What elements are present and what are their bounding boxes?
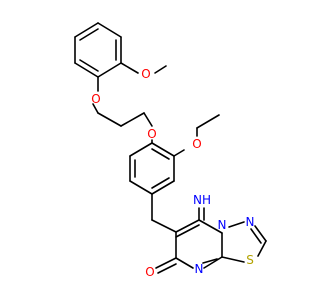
- structure-svg: O O O O NH N N N S O: [74, 22, 267, 279]
- atom-label-layer: O O O O NH N N N S O: [91, 67, 254, 279]
- atom-n-ring-b: N: [246, 215, 255, 229]
- atom-o-methoxy: O: [141, 67, 150, 81]
- atom-n-ring-a: N: [218, 218, 227, 232]
- atom-o-carbonyl: O: [145, 265, 154, 279]
- atom-s-ring: S: [246, 253, 254, 267]
- bond-layer: [74, 22, 267, 274]
- atom-nh-imine: NH: [193, 193, 211, 207]
- atom-o-ether: O: [147, 127, 156, 141]
- atom-o-ethoxy: O: [192, 137, 201, 151]
- atom-o-phenoxy: O: [91, 92, 100, 106]
- molecule-diagram: O O O O NH N N N S O: [74, 22, 267, 279]
- atom-n-ring-c: N: [195, 262, 204, 276]
